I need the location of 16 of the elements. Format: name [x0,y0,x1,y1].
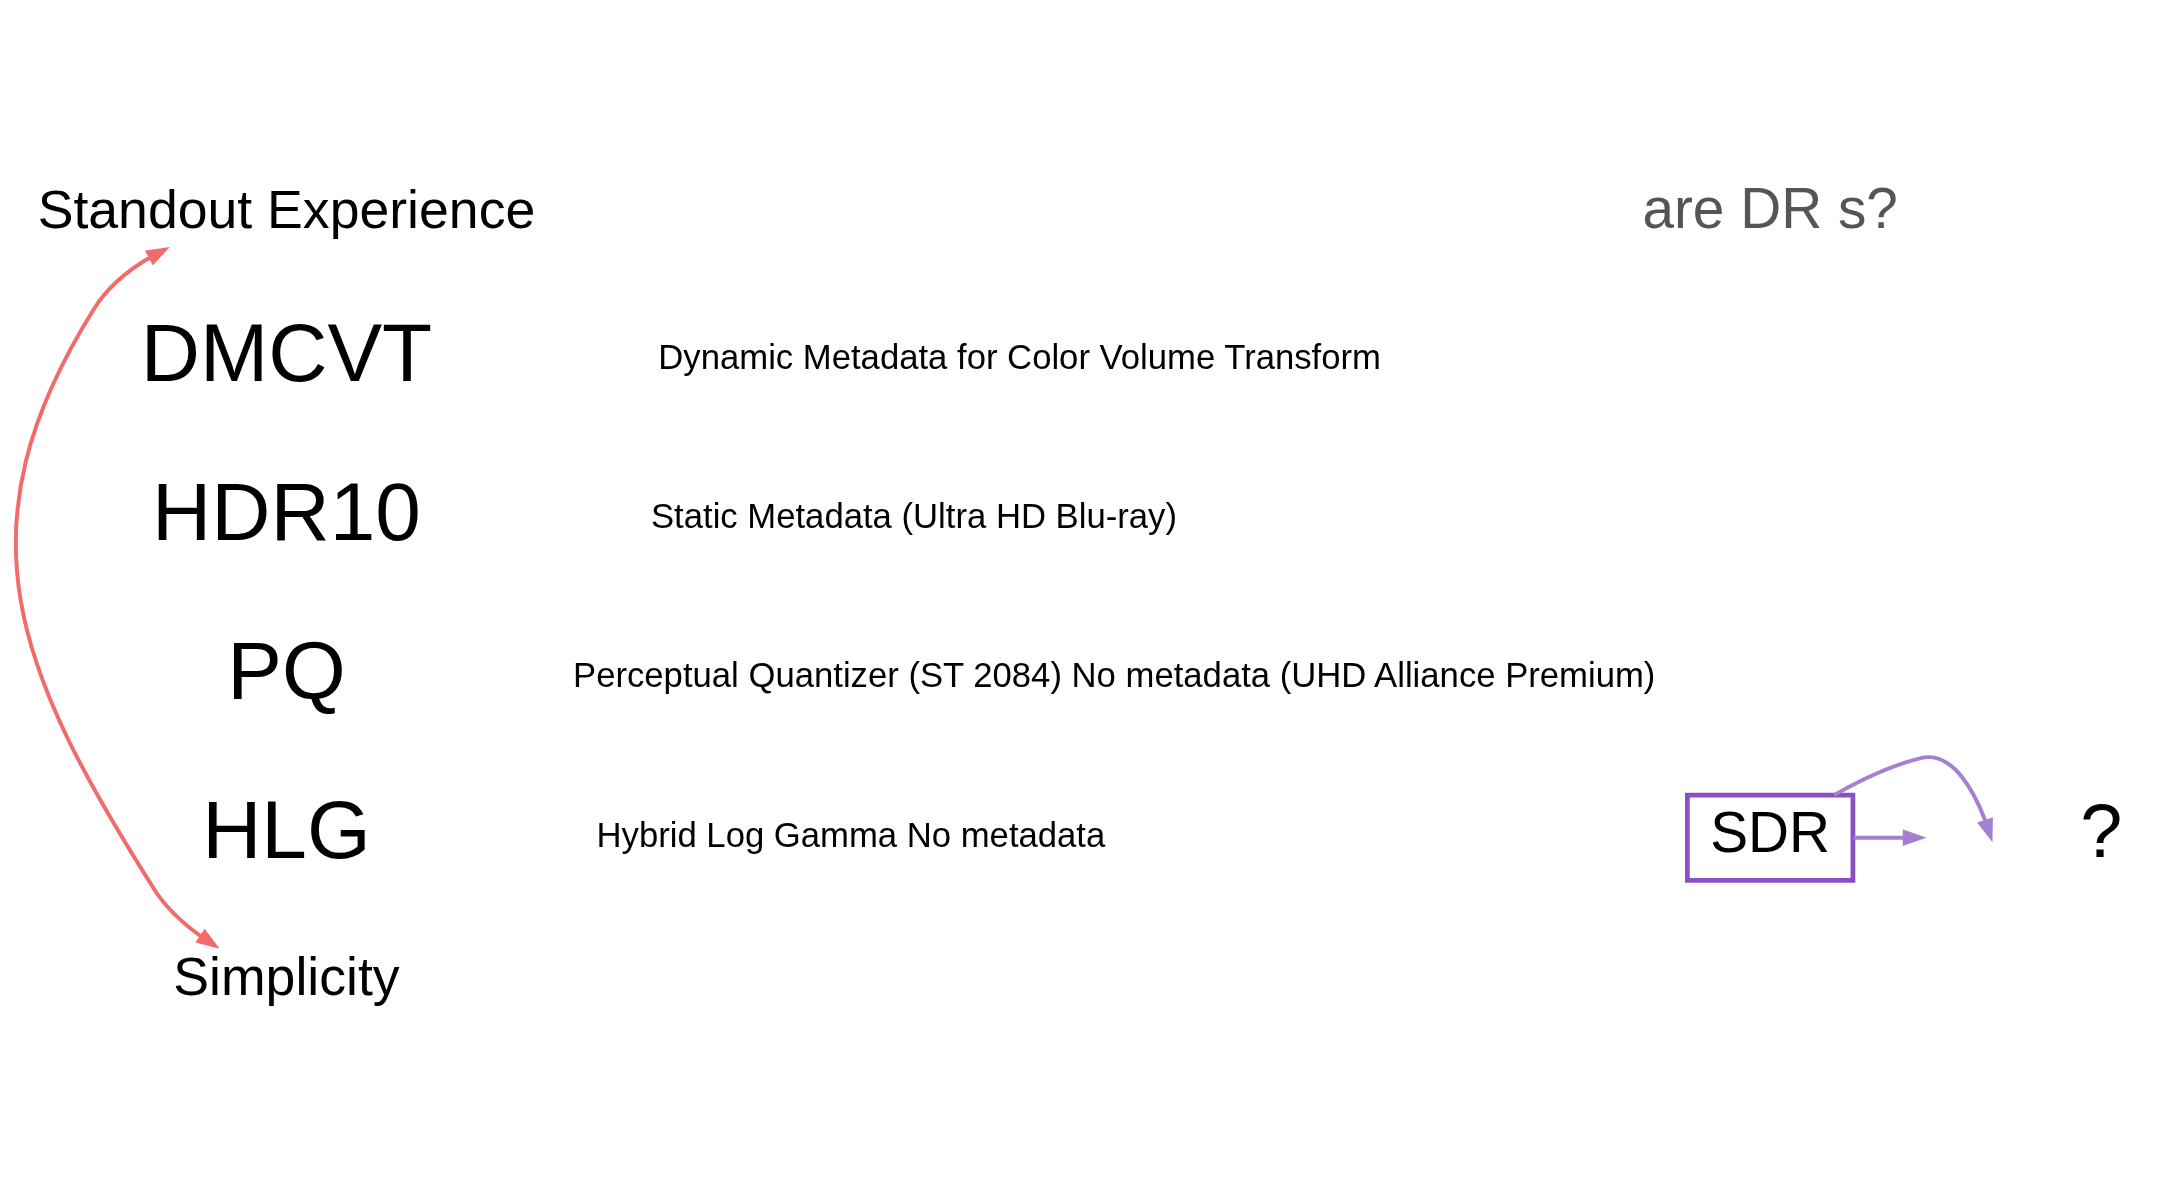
arrow [1833,755,1993,843]
label: DMCVT [140,306,433,398]
node-box: SDR [1685,792,1856,883]
arrow [1853,829,1927,847]
label: HLG [202,784,371,876]
label: Perceptual Quantizer (ST 2084) No metadata (UHD Alliance Premium) [573,656,1656,695]
arrow [14,246,220,949]
node-text: ? [2080,787,2123,873]
node-text: Simplicity [173,945,400,1006]
node-text: Standout Experience [37,178,536,239]
label: Static Metadata (Ultra HD Blu-ray) [650,497,1177,536]
label: HDR10 [152,465,421,557]
label: Dynamic Metadata for Color Volume Transform [658,337,1381,376]
label: PQ [227,625,346,717]
label: are DR s? [1642,177,1898,241]
label: Hybrid Log Gamma No metadata [596,815,1106,854]
